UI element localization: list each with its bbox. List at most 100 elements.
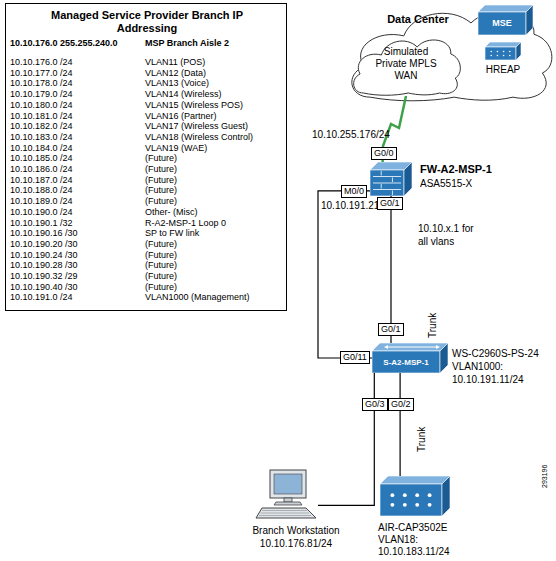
table-cell: 10.10.190.32 /29	[10, 271, 78, 281]
icon-brick	[392, 191, 393, 196]
table-cell: (Future)	[145, 260, 177, 270]
table-cell: (Future)	[145, 153, 177, 163]
firewall: FW-A2-MSP-1ASA5515-X	[370, 162, 412, 196]
table-cell: 10.10.183.0 /24	[10, 132, 73, 142]
table-cell: VLAN12 (Data)	[145, 68, 206, 78]
table-cell: VLAN19 (WAE)	[145, 143, 207, 153]
table-cell: (Future)	[145, 175, 177, 185]
icon-dot	[403, 493, 407, 497]
table-cell: (Future)	[145, 196, 177, 206]
icon-top	[380, 476, 450, 484]
access-switch: S-A2-MSP-1WS-C2960S-PS-24 VLAN1000: 10.1…	[372, 343, 448, 373]
ip-address: 10.10.255.176/24	[312, 129, 390, 141]
icon-brick	[381, 184, 382, 189]
icon-brick	[373, 189, 401, 190]
hreap-access-point: HREAP	[485, 42, 521, 60]
icon-front	[478, 12, 526, 35]
icon-arrowhead	[436, 345, 440, 349]
ethernet-link	[318, 373, 374, 505]
table-cell: VLAN13 (Voice)	[145, 78, 209, 88]
node-detail: ASA5515-X	[420, 178, 530, 190]
table-cell: (Future)	[145, 239, 177, 249]
monitor	[270, 470, 306, 498]
table-cell: 10.10.190.28 /30	[10, 260, 78, 270]
node-title: S-A2-MSP-1	[373, 358, 439, 368]
table-cell: (Future)	[145, 271, 177, 281]
port-label: G0/11	[340, 351, 370, 364]
icon-dot	[403, 503, 407, 507]
table-cell: 10.10.187.0 /24	[10, 175, 73, 185]
icon-brick	[373, 176, 401, 177]
table-cell: VLAN18 (Wireless Control)	[145, 132, 253, 142]
icon-side	[442, 476, 450, 516]
node-title: FW-A2-MSP-1	[420, 163, 530, 176]
mse-appliance: MSE	[478, 5, 533, 35]
table-cell: VLAN15 (Wireless POS)	[145, 100, 243, 110]
port-label: G0/1	[377, 197, 403, 210]
ip-address: 10.10.191.21	[321, 200, 379, 212]
node-title: AIR-CAP3502E VLAN18: 10.10.183.11/24	[378, 522, 462, 558]
node-title: Managed Service Provider Branch IP Addre…	[42, 9, 252, 35]
port-label: G0/0	[371, 147, 397, 160]
table-cell: 10.10.190.40 /30	[10, 282, 78, 292]
icon-side	[404, 162, 412, 196]
icon-top	[485, 42, 521, 47]
icon-front	[370, 170, 404, 196]
icon-dot	[497, 55, 499, 57]
icon-side	[526, 5, 533, 35]
link-label: Trunk	[416, 427, 427, 452]
node-title: HREAP	[471, 64, 535, 76]
table-cell: 10.10.184.0 /24	[10, 143, 73, 153]
node-title: Branch Workstation 10.10.176.81/24	[246, 524, 346, 550]
icon-dot	[415, 503, 419, 507]
icon-dot	[428, 493, 432, 497]
table-cell: (Future)	[145, 282, 177, 292]
table-header-cell: 10.10.176.0 255.255.240.0	[10, 38, 118, 49]
port-label: M0/0	[341, 185, 367, 198]
icon-dot	[490, 51, 492, 53]
table-cell: (Future)	[145, 250, 177, 260]
icon-dot	[509, 51, 511, 53]
monitor-base	[274, 502, 302, 505]
icon-top	[372, 343, 448, 351]
port-label: G0/1	[378, 323, 404, 336]
management-link	[318, 191, 372, 358]
trunk-link	[390, 196, 391, 343]
keyboard-keys	[259, 515, 311, 516]
keyboard	[256, 508, 316, 518]
table-cell: 10.10.181.0 /24	[10, 111, 73, 121]
table-cell: 10.10.191.0 /24	[10, 292, 73, 302]
table-cell: 10.10.190.0 /24	[10, 207, 73, 217]
table-cell: VLAN11 (POS)	[145, 57, 205, 67]
icon-front	[372, 351, 440, 373]
table-cell: 10.10.185.0 /24	[10, 153, 73, 163]
branch-workstation: Branch Workstation 10.10.176.81/24	[256, 468, 318, 520]
node-title: Simulated Private MPLS WAN	[373, 46, 439, 82]
table-cell: Other- (Misc)	[145, 207, 198, 217]
table-cell: SP to FW link	[145, 228, 199, 238]
icon-dot	[503, 55, 505, 57]
icon-brick	[392, 178, 393, 183]
table-cell: VLAN16 (Partner)	[145, 111, 217, 121]
cloud-path	[354, 40, 461, 95]
icon-side	[516, 42, 521, 60]
table-cell: 10.10.188.0 /24	[10, 185, 73, 195]
icon-top	[478, 5, 533, 12]
keyboard-keys	[262, 510, 307, 511]
table-cell: (Future)	[145, 164, 177, 174]
icon-front	[380, 484, 442, 516]
table-cell: VLAN17 (Wireless Guest)	[145, 121, 248, 131]
link-label: Trunk	[427, 313, 438, 338]
icon-dot	[428, 503, 432, 507]
table-cell: VLAN1000 (Management)	[145, 292, 250, 302]
table-cell: R-A2-MSP-1 Loop 0	[145, 218, 226, 228]
device-icon	[256, 468, 318, 520]
icon-front	[485, 47, 516, 60]
icon-dot	[390, 493, 394, 497]
cloud-path	[352, 12, 552, 101]
port-label: G0/3	[362, 398, 388, 411]
icon-side	[440, 343, 448, 373]
wan-cloud: Simulated Private MPLS WAN	[350, 34, 462, 96]
keyboard-keys	[261, 513, 310, 514]
